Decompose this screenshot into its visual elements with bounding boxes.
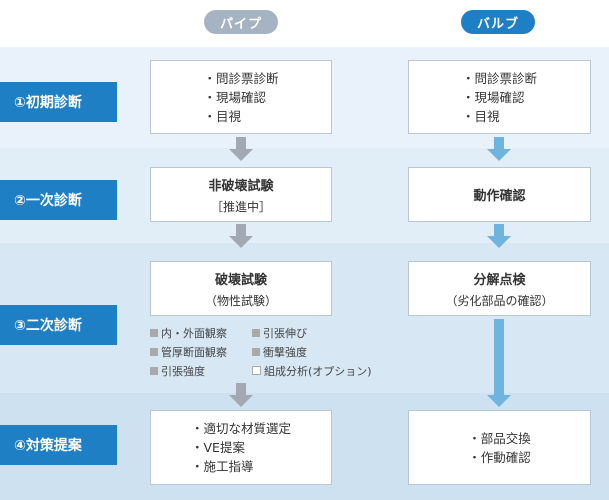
pipe-arrows bbox=[229, 137, 253, 407]
filled-square-icon bbox=[252, 348, 260, 356]
valve-arrow-3 bbox=[487, 319, 511, 407]
pipe-column-header: パイプ bbox=[204, 10, 278, 34]
pipe-arrow-1 bbox=[229, 137, 253, 161]
pipe-primary-sub: ［推進中］ bbox=[210, 199, 271, 214]
pipe-secondary-box: 破壊試験 （物性試験） bbox=[150, 261, 332, 316]
stage-label-primary: ②一次診断 bbox=[0, 180, 117, 220]
filled-square-icon bbox=[252, 329, 260, 337]
valve-secondary-sub: （劣化部品の確認） bbox=[445, 293, 554, 308]
test-item: 引張伸び bbox=[252, 325, 382, 342]
valve-arrow-2 bbox=[487, 224, 511, 248]
stage-label-proposal: ④対策提案 bbox=[0, 425, 117, 465]
filled-square-icon bbox=[150, 348, 158, 356]
list-item: 現場確認 bbox=[462, 88, 537, 107]
pipe-initial-list: 問診票診断 現場確認 目視 bbox=[203, 69, 279, 126]
valve-proposal-list: 部品交換 作動確認 bbox=[468, 429, 531, 467]
list-item: 作動確認 bbox=[468, 448, 531, 467]
list-item: 問診票診断 bbox=[203, 69, 279, 88]
list-item: 問診票診断 bbox=[462, 69, 538, 88]
filled-square-icon bbox=[150, 367, 158, 375]
valve-arrows bbox=[487, 137, 511, 407]
pipe-secondary-sub: （物性試験） bbox=[204, 293, 277, 308]
valve-initial-box: 問診票診断 現場確認 目視 bbox=[408, 60, 591, 134]
test-item: 管厚断面観察 bbox=[150, 344, 252, 361]
valve-column-header: バルブ bbox=[461, 10, 535, 34]
pipe-initial-box: 問診票診断 現場確認 目視 bbox=[150, 60, 332, 134]
list-item: 目視 bbox=[462, 107, 537, 126]
pipe-primary-title: 非破壊試験 bbox=[208, 178, 274, 194]
test-item: 引張強度 bbox=[150, 363, 252, 380]
valve-secondary-title: 分解点検 bbox=[473, 272, 526, 288]
valve-primary-title: 動作確認 bbox=[473, 189, 526, 204]
valve-proposal-box: 部品交換 作動確認 bbox=[408, 410, 591, 485]
pipe-test-list: 内・外面観察 引張伸び 管厚断面観察 衝撃強度 引張強度 組成分析(オプション) bbox=[150, 325, 382, 380]
valve-primary-box: 動作確認 bbox=[408, 167, 591, 222]
open-square-icon bbox=[252, 366, 261, 375]
pipe-arrow-2 bbox=[229, 224, 253, 248]
stage-label-initial: ①初期診断 bbox=[0, 82, 117, 122]
pipe-primary-box: 非破壊試験 ［推進中］ bbox=[150, 167, 332, 222]
pipe-secondary-title: 破壊試験 bbox=[214, 272, 267, 288]
list-item: 部品交換 bbox=[468, 429, 531, 448]
valve-initial-list: 問診票診断 現場確認 目視 bbox=[462, 69, 538, 126]
stage-label-secondary: ③二次診断 bbox=[0, 305, 117, 345]
list-item: 目視 bbox=[203, 107, 278, 126]
test-item: 衝撃強度 bbox=[252, 344, 382, 361]
test-item: 組成分析(オプション) bbox=[252, 363, 382, 380]
valve-secondary-box: 分解点検 （劣化部品の確認） bbox=[408, 261, 591, 316]
pipe-proposal-box: 適切な材質選定 VE提案 施工指導 bbox=[150, 410, 332, 485]
list-item: 現場確認 bbox=[203, 88, 278, 107]
test-item: 内・外面観察 bbox=[150, 325, 252, 342]
pipe-arrow-3 bbox=[229, 383, 253, 407]
valve-arrow-1 bbox=[487, 137, 511, 161]
list-item: VE提案 bbox=[191, 438, 291, 457]
pipe-proposal-list: 適切な材質選定 VE提案 施工指導 bbox=[191, 419, 292, 476]
list-item: 適切な材質選定 bbox=[191, 419, 292, 438]
filled-square-icon bbox=[150, 329, 158, 337]
list-item: 施工指導 bbox=[191, 457, 291, 476]
